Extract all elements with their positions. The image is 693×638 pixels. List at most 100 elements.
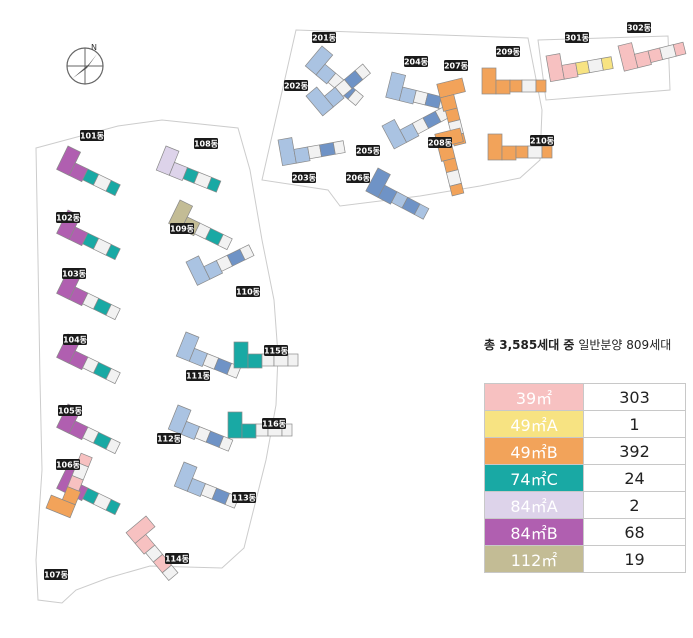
building-label-text: 110동 xyxy=(236,287,261,296)
building-label: 201동 xyxy=(312,32,337,43)
building-unit-block xyxy=(672,41,687,57)
apartment-building[interactable] xyxy=(168,199,238,251)
building-unit-block xyxy=(587,58,604,74)
apartment-building[interactable] xyxy=(365,167,435,221)
apartment-building[interactable] xyxy=(56,333,126,385)
building-unit-block xyxy=(307,144,322,160)
building-unit-block xyxy=(527,145,543,159)
legend-unit-count: 392 xyxy=(583,437,686,465)
building-label: 101동 xyxy=(80,130,105,141)
apartment-building[interactable] xyxy=(381,96,451,150)
building-label-text: 301동 xyxy=(565,33,590,42)
building-unit-block xyxy=(105,243,121,261)
apartment-building[interactable] xyxy=(185,234,255,286)
building-label-text: 204동 xyxy=(404,57,429,66)
building-label: 302동 xyxy=(627,22,652,33)
building-unit-block xyxy=(105,179,121,197)
building-label-text: 201동 xyxy=(312,33,337,42)
building-label-text: 208동 xyxy=(428,138,453,147)
apartment-building[interactable] xyxy=(155,145,225,194)
building-label-text: 207동 xyxy=(444,61,469,70)
building-label: 108동 xyxy=(194,138,219,149)
building-label: 208동 xyxy=(428,137,453,148)
building-label: 113동 xyxy=(232,492,257,503)
apartment-building[interactable] xyxy=(305,55,372,117)
compass-north-label: N xyxy=(91,43,97,52)
legend-unit-type: 49㎡B xyxy=(484,437,584,465)
building-label-text: 302동 xyxy=(627,23,652,32)
apartment-building[interactable] xyxy=(233,341,299,369)
building-unit-block xyxy=(575,60,590,76)
building-unit-block xyxy=(239,244,255,261)
building-unit-block xyxy=(481,67,497,95)
building-unit-block xyxy=(105,303,121,321)
summary-general-sale: 일반분양 809세대 xyxy=(578,338,672,352)
building-label-text: 106동 xyxy=(56,460,81,469)
building-label-text: 205동 xyxy=(356,146,381,155)
summary-total: 총 3,585세대 중 xyxy=(484,338,575,352)
apartment-building[interactable] xyxy=(277,129,346,167)
apartment-building[interactable] xyxy=(487,133,553,161)
building-label: 301동 xyxy=(565,32,590,43)
legend-unit-count: 68 xyxy=(583,518,686,546)
legend-unit-count: 1 xyxy=(583,410,686,438)
building-label: 105동 xyxy=(58,405,83,416)
building-unit-block xyxy=(541,145,553,159)
apartment-building[interactable] xyxy=(545,45,614,83)
building-label: 103동 xyxy=(62,268,87,279)
legend-unit-count: 2 xyxy=(583,491,686,519)
building-label: 107동 xyxy=(44,569,69,580)
apartment-building[interactable] xyxy=(617,31,687,72)
building-label-text: 113동 xyxy=(232,493,257,502)
building-label-text: 210동 xyxy=(530,136,555,145)
building-unit-block xyxy=(347,89,364,107)
building-unit-block xyxy=(487,133,503,161)
building-label: 115동 xyxy=(264,345,289,356)
legend-unit-type: 84㎡A xyxy=(484,491,584,519)
building-label: 114동 xyxy=(165,553,190,564)
building-label: 205동 xyxy=(356,145,381,156)
building-label-text: 104동 xyxy=(63,335,88,344)
building-label: 206동 xyxy=(346,172,371,183)
building-unit-block xyxy=(509,79,523,93)
building-label-text: 107동 xyxy=(44,570,69,579)
building-label-text: 111동 xyxy=(186,371,211,380)
building-unit-block xyxy=(287,353,299,367)
building-label-text: 114동 xyxy=(165,554,190,563)
household-summary: 총 3,585세대 중 일반분양 809세대 xyxy=(484,336,671,353)
apartment-building[interactable] xyxy=(125,515,187,582)
building-label-text: 112동 xyxy=(157,434,182,443)
building-unit-block xyxy=(233,341,249,369)
legend-unit-count: 24 xyxy=(583,464,686,492)
building-label: 207동 xyxy=(444,60,469,71)
legend-unit-type: 84㎡B xyxy=(484,518,584,546)
building-unit-block xyxy=(515,145,529,159)
building-unit-block xyxy=(600,56,614,71)
building-unit-block xyxy=(495,79,511,95)
apartment-building[interactable] xyxy=(481,67,547,95)
building-unit-block xyxy=(293,146,311,164)
building-label: 110동 xyxy=(236,286,261,297)
apartment-building[interactable] xyxy=(175,331,245,380)
apartment-building[interactable] xyxy=(45,449,94,519)
building-label: 111동 xyxy=(186,370,211,381)
building-label: 109동 xyxy=(170,223,195,234)
building-unit-block xyxy=(449,182,465,197)
building-label-text: 209동 xyxy=(496,47,521,56)
building-unit-block xyxy=(281,423,293,437)
building-label: 102동 xyxy=(56,212,81,223)
building-unit-block xyxy=(413,203,430,220)
legend-unit-type: 49㎡A xyxy=(484,410,584,438)
building-label: 209동 xyxy=(496,46,521,57)
apartment-building[interactable] xyxy=(56,145,126,197)
building-label-text: 202동 xyxy=(284,81,309,90)
building-unit-block xyxy=(501,145,517,161)
apartment-building[interactable] xyxy=(167,404,237,453)
